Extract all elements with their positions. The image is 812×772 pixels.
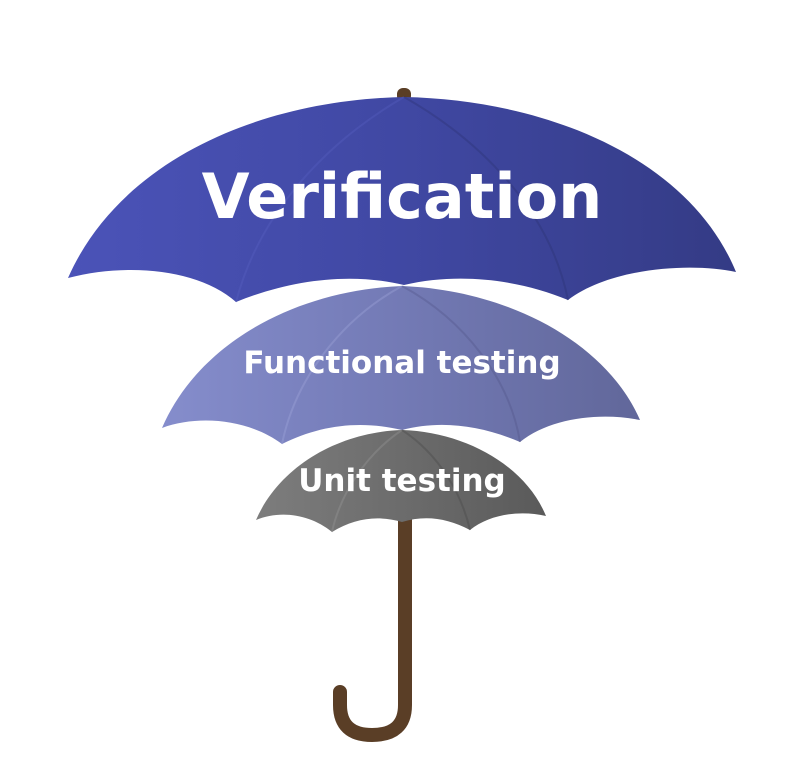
verification-label: Verification [202,160,603,233]
umbrella-handle [333,498,412,743]
outer-umbrella-canopy: Verification [68,96,736,303]
inner-umbrella-canopy: Unit testing [256,429,546,533]
unit-testing-label: Unit testing [298,463,505,499]
functional-testing-label: Functional testing [243,345,560,381]
middle-umbrella-canopy: Functional testing [162,285,640,445]
